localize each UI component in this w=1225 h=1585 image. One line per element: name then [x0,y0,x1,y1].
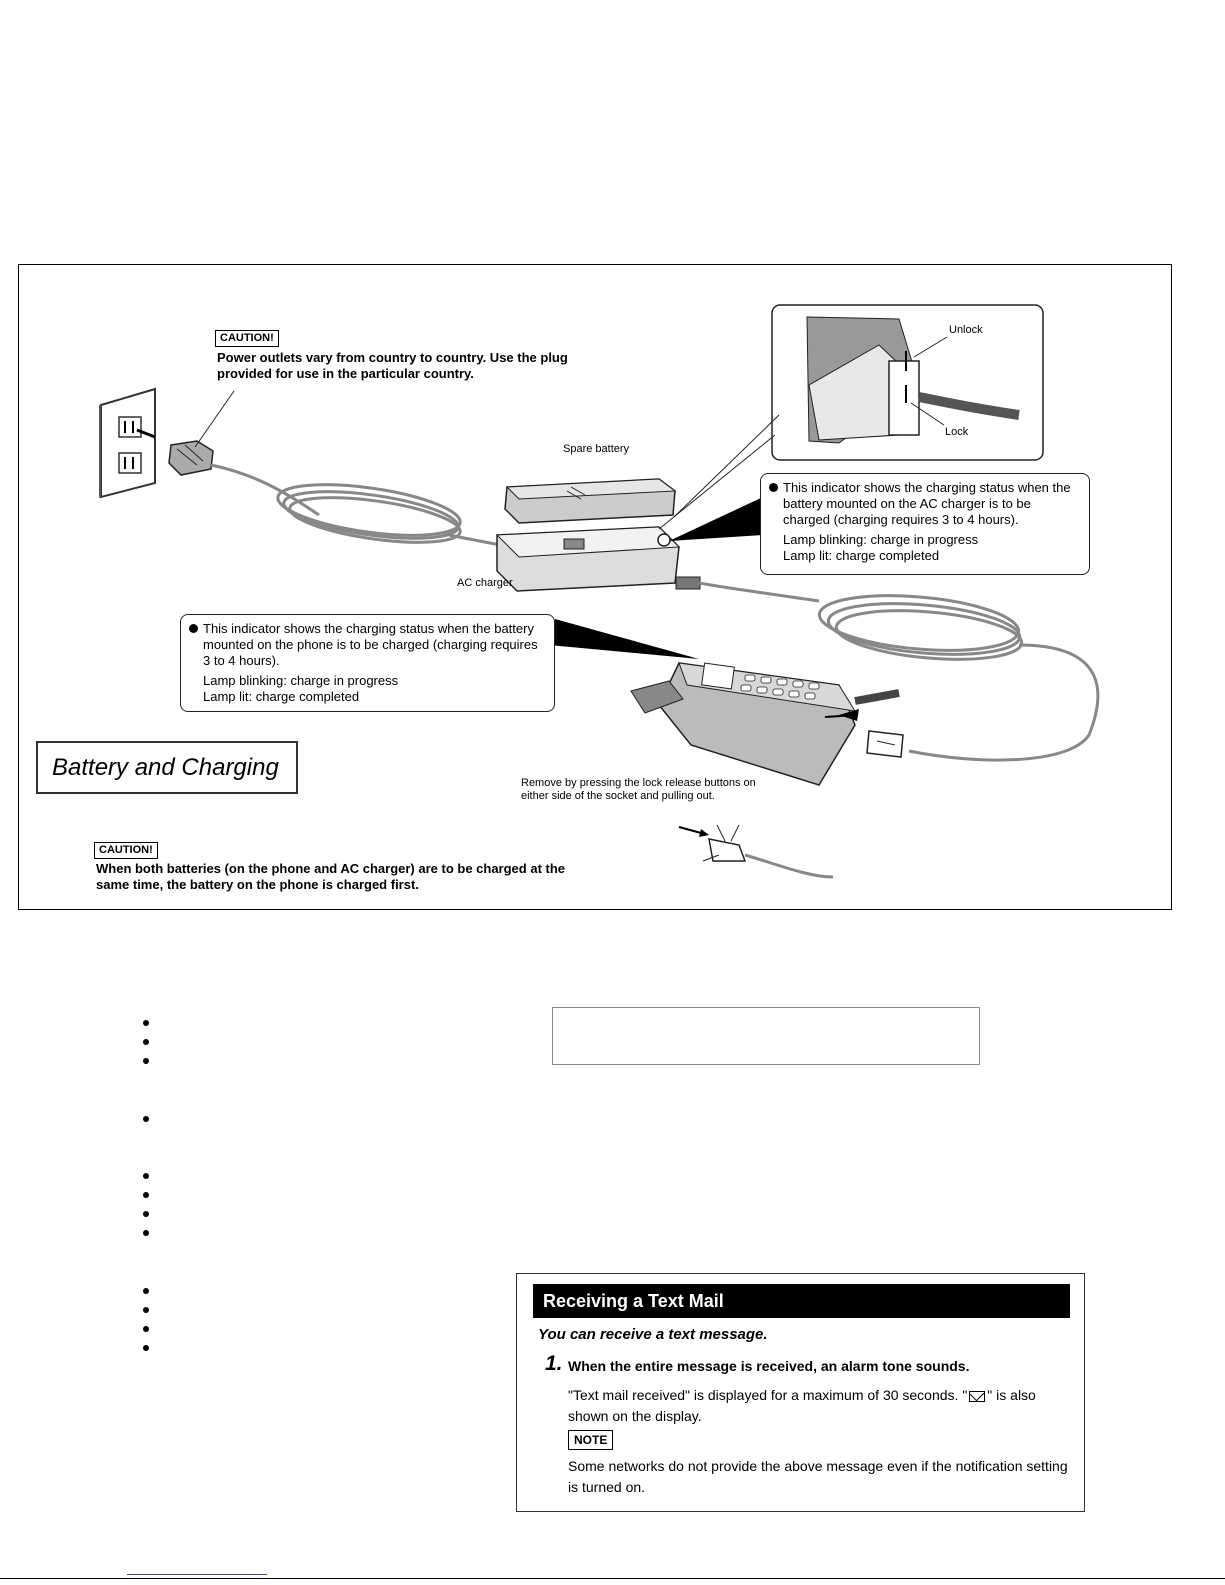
receiving-text-mail-panel: Receiving a Text Mail You can receive a … [516,1273,1085,1512]
text-mail-header: Receiving a Text Mail [533,1284,1070,1318]
battery-charging-figure: CAUTION! Power outlets vary from country… [18,264,1172,910]
battery-charging-title: Battery and Charging [36,741,298,794]
callout-charger-lamp-blinking: Lamp blinking: charge in progress [783,532,979,547]
mobile-phone-illustration [630,662,904,786]
caution-top-tag: CAUTION! [215,330,279,347]
callout-phone-text: This indicator shows the charging status… [203,621,538,668]
callout-charger-pointer [669,497,763,541]
step-text: When the entire message is received, an … [568,1358,970,1374]
callout-charger-indicator: This indicator shows the charging status… [760,473,1090,575]
charger-cable-coil [698,581,1100,762]
note-tag: NOTE [568,1430,614,1450]
power-cable-coil [210,463,502,547]
callout-phone-lamp-blinking: Lamp blinking: charge in progress [203,673,399,688]
bottom-rule [0,1578,1225,1579]
bullet-dot [143,1307,149,1313]
unlock-label: Unlock [949,324,983,336]
ac-charger-illustration [495,526,701,592]
note-text: Some networks do not provide the above m… [568,1458,1068,1495]
wall-outlet-illustration [99,387,156,499]
bullet-dot [143,1230,149,1236]
connector-removal-detail [678,824,834,879]
bullet-dot [143,1116,149,1122]
callout-charger-text: This indicator shows the charging status… [783,480,1071,527]
bullet-dot [143,1039,149,1045]
bullet-dot [143,1173,149,1179]
callout-phone-pointer [549,619,699,659]
ac-charger-label: AC charger [457,577,513,589]
envelope-icon [969,1390,986,1402]
bullet-dot [769,483,778,492]
bullet-dot [189,624,198,633]
bullet-dot [143,1020,149,1026]
lock-label: Lock [945,426,969,438]
caution-bottom-text: When both batteries (on the phone and AC… [96,861,566,892]
bullet-dot [143,1211,149,1217]
body-after-icon: " is also shown on the display. [568,1387,1036,1424]
bullet-dot [143,1345,149,1351]
bullet-dot [143,1058,149,1064]
callout-phone-indicator: This indicator shows the charging status… [180,614,555,712]
power-plug-illustration [168,390,235,476]
step-number: 1. [545,1352,563,1375]
body-before-icon: "Text mail received" is displayed for a … [568,1387,968,1403]
text-mail-body: "Text mail received" is displayed for a … [568,1385,1068,1427]
spare-battery-illustration [504,478,677,524]
spare-battery-label: Spare battery [563,443,630,455]
footer-link-underline[interactable] [127,1574,267,1575]
text-mail-intro: You can receive a text message. [538,1326,768,1343]
callout-phone-lamp-lit: Lamp lit: charge completed [203,689,360,704]
callout-charger-lamp-lit: Lamp lit: charge completed [783,548,940,563]
bullet-dot [143,1288,149,1294]
charging-illustration [99,304,1100,879]
remove-instruction-label: Remove by pressing the lock release butt… [521,777,756,802]
bullet-dot [143,1192,149,1198]
lock-detail-inset [658,304,1044,530]
empty-text-box [552,1007,980,1065]
bullet-dot [143,1326,149,1332]
caution-top-text: Power outlets vary from country to count… [217,350,568,381]
caution-bottom-tag: CAUTION! [94,842,158,859]
